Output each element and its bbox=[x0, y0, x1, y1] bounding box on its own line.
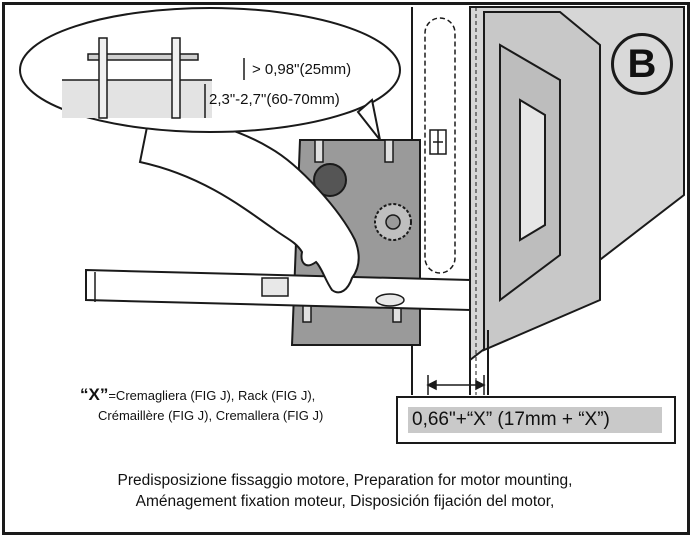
legend-symbol: “X” bbox=[80, 385, 109, 404]
measure-top: > 0,98"(25mm) bbox=[252, 61, 351, 78]
offset-arrow bbox=[426, 375, 486, 395]
hand-illustration bbox=[138, 110, 360, 294]
rack-level-mark bbox=[429, 129, 447, 155]
caption-line2: Aménagement fixation moteur, Disposición… bbox=[135, 493, 555, 510]
panel-label: B bbox=[627, 41, 657, 86]
spirit-level bbox=[85, 268, 471, 312]
legend-line2: Crémaillère (FIG J), Cremallera (FIG J) bbox=[98, 408, 324, 423]
caption-line1: Predisposizione fissaggio motore, Prepar… bbox=[117, 472, 573, 489]
panel-label-badge: B bbox=[611, 33, 673, 95]
legend: “X”=Cremagliera (FIG J), Rack (FIG J), C… bbox=[80, 385, 323, 426]
offset-value-box: 0,66"+“X” (17mm + “X”) bbox=[396, 396, 676, 444]
cable-hole bbox=[313, 163, 347, 197]
threaded-studs bbox=[302, 139, 402, 323]
detail-callout bbox=[19, 7, 401, 141]
offset-value: 0,66"+“X” (17mm + “X”) bbox=[408, 407, 662, 433]
gate-panel bbox=[469, 6, 685, 363]
rack-outline bbox=[424, 17, 456, 274]
legend-line1: =Cremagliera (FIG J), Rack (FIG J), bbox=[108, 388, 316, 403]
measure-depth: 2,3"-2,7"(60-70mm) bbox=[209, 91, 340, 108]
